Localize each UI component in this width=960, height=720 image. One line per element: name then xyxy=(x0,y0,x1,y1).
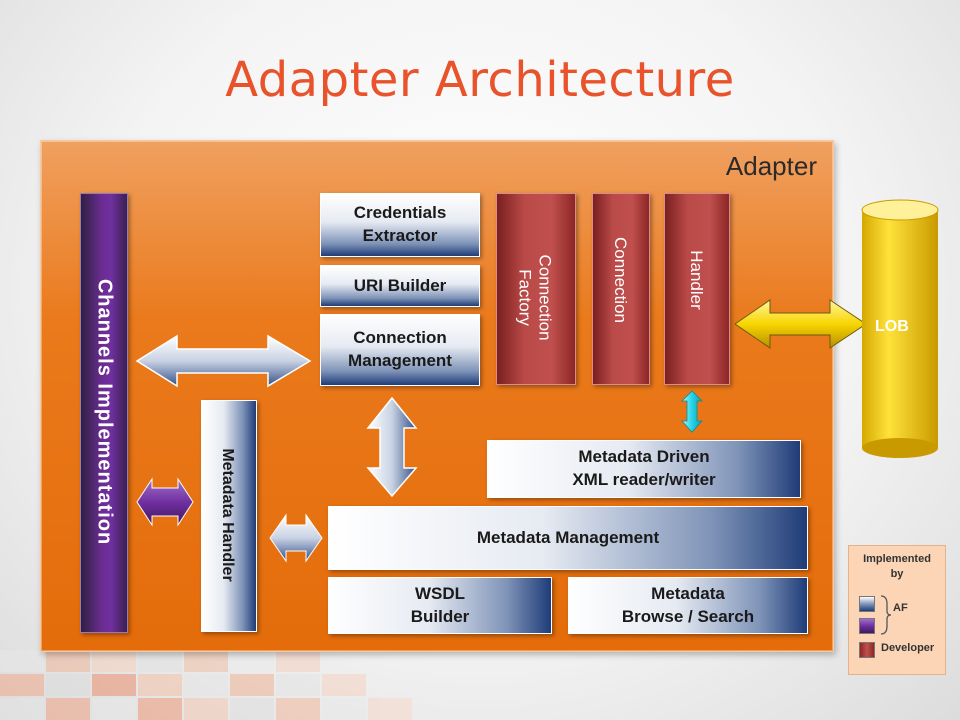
credentials-extractor-box: Credentials Extractor xyxy=(320,193,480,257)
double-arrow-handler-management xyxy=(269,513,323,563)
page-title: Adapter Architecture xyxy=(225,52,735,108)
credentials-extractor-line1: Credentials xyxy=(353,203,447,223)
uri-builder-label: URI Builder xyxy=(353,275,447,295)
metadata-handler-box xyxy=(201,400,257,632)
connection-management-box: Connection Management xyxy=(320,314,480,386)
double-arrow-handler-lob xyxy=(734,299,867,349)
wsdl-builder-line1: WSDL xyxy=(414,583,466,603)
legend-swatch-purple xyxy=(859,618,875,634)
metadata-browse-line2: Browse / Search xyxy=(621,606,755,626)
legend: Implemented by AF Developer xyxy=(848,545,946,675)
legend-brace-icon xyxy=(880,595,892,635)
wsdl-builder-box: WSDL Builder xyxy=(328,577,552,634)
metadata-driven-line2: XML reader/writer xyxy=(572,470,716,489)
metadata-driven-line1: Metadata Driven xyxy=(578,447,710,467)
double-arrow-handler-metadata-driven xyxy=(681,390,703,433)
double-arrow-connection-metadata xyxy=(366,396,418,498)
double-arrow-channels-metadata-handler xyxy=(136,477,194,527)
credentials-extractor-line2: Extractor xyxy=(362,226,438,245)
decorative-tiles xyxy=(0,650,412,720)
metadata-driven-box: Metadata Driven XML reader/writer xyxy=(487,440,801,498)
metadata-management-label: Metadata Management xyxy=(476,527,660,547)
legend-swatch-blue xyxy=(859,596,875,612)
metadata-management-box: Metadata Management xyxy=(328,506,808,570)
legend-title-line2: by xyxy=(890,567,904,580)
legend-title: Implemented by xyxy=(849,552,945,582)
legend-swatch-red xyxy=(859,642,875,658)
channels-implementation-box xyxy=(80,193,128,633)
lob-label: LOB xyxy=(875,318,909,335)
connection-factory-box xyxy=(496,193,576,385)
metadata-browse-box: Metadata Browse / Search xyxy=(568,577,808,634)
wsdl-builder-line2: Builder xyxy=(410,606,470,626)
adapter-label: Adapter xyxy=(725,151,817,181)
uri-builder-box: URI Builder xyxy=(320,265,480,307)
lob-cylinder xyxy=(861,199,939,458)
handler-box xyxy=(664,193,730,385)
connection-management-line2: Management xyxy=(348,351,452,370)
connection-box xyxy=(592,193,650,385)
legend-developer-label: Developer xyxy=(881,642,935,654)
double-arrow-channels-connection xyxy=(135,334,312,388)
legend-af-label: AF xyxy=(893,602,908,614)
legend-title-line1: Implemented xyxy=(863,553,931,565)
metadata-browse-line1: Metadata xyxy=(651,583,725,603)
connection-management-line1: Connection xyxy=(353,328,447,348)
